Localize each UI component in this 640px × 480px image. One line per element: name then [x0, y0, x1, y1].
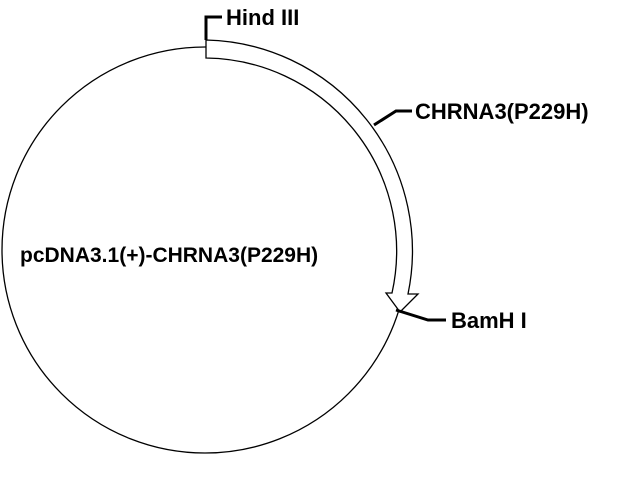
- plasmid-name-label: pcDNA3.1(+)-CHRNA3(P229H): [20, 244, 318, 267]
- insert-arrow: [205, 39, 420, 313]
- hind3-site-label: Hind III: [226, 5, 299, 30]
- insert-leader-line: [373, 109, 412, 127]
- hind3-leader-line: [204, 15, 222, 40]
- bamh1-leader-line: [395, 308, 446, 322]
- insert-label: CHRNA3(P229H): [415, 99, 589, 124]
- bamh1-site-label: BamH I: [451, 308, 527, 333]
